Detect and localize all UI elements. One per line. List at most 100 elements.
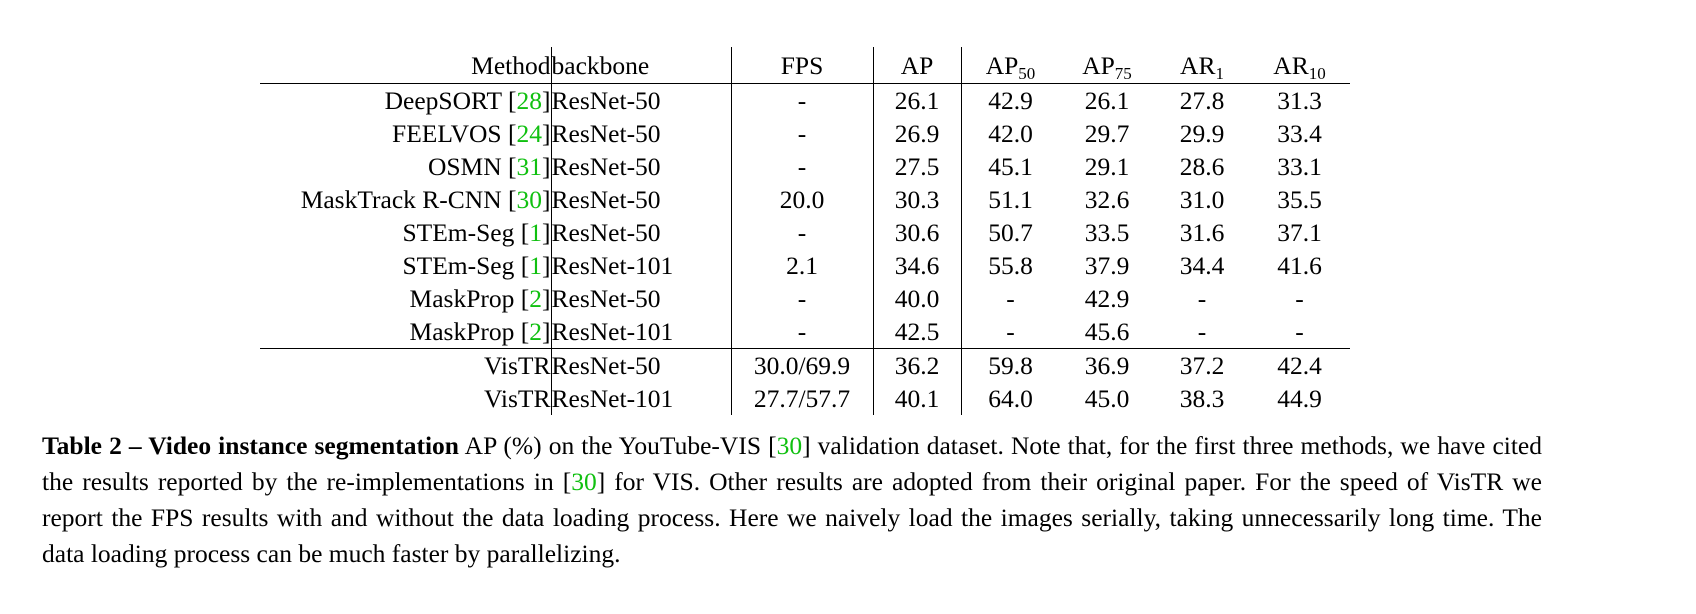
citation-link[interactable]: 30: [776, 431, 803, 460]
ar10-cell: 42.4: [1277, 351, 1322, 380]
header-ap75-sub: 75: [1114, 64, 1132, 83]
backbone-cell: ResNet-50: [550, 150, 731, 183]
backbone-cell: ResNet-50: [550, 183, 731, 216]
ar10-cell: 33.4: [1277, 119, 1322, 148]
backbone-cell: ResNet-50: [550, 117, 731, 150]
table-row: STEm-Seg [1] ResNet-50 - 30.6 50.7 33.5 …: [260, 216, 1350, 249]
results-table-container: Method backbone FPS AP AP50 AP75 AR1 AR1…: [260, 47, 1350, 415]
ar1-cell: 31.0: [1179, 185, 1225, 214]
citation-link[interactable]: 28: [516, 86, 543, 115]
ap-cell: 40.1: [872, 382, 961, 415]
header-ar1-base: AR: [1180, 51, 1216, 80]
method-name: STEm-Seg: [402, 251, 521, 280]
ar1-cell: 38.3: [1179, 384, 1225, 413]
citation-link[interactable]: 30: [571, 467, 597, 496]
header-ar10-sub: 10: [1308, 64, 1326, 83]
caption-text-1: AP (%) on the YouTube-VIS [: [459, 431, 777, 460]
caption-dash: –: [121, 431, 149, 460]
ap75-cell: 33.5: [1084, 218, 1130, 247]
table-row-ours: VisTR ResNet-101 27.7/57.7 40.1 64.0 45.…: [260, 382, 1350, 415]
header-ar10: AR10: [1250, 47, 1350, 84]
ap-cell: 36.2: [872, 348, 961, 382]
header-backbone: backbone: [550, 47, 731, 84]
ap75-cell: 45.0: [1084, 384, 1130, 413]
ap-cell: 30.6: [872, 216, 961, 249]
ap50-cell: -: [960, 282, 1060, 315]
method-name: FEELVOS: [392, 119, 508, 148]
ar10-cell: 33.1: [1277, 152, 1322, 181]
ar1-cell: 28.6: [1179, 152, 1225, 181]
table-row: OSMN [31] ResNet-50 - 27.5 45.1 29.1 28.…: [260, 150, 1350, 183]
table-row: MaskProp [2] ResNet-50 - 40.0 - 42.9 - -: [260, 282, 1350, 315]
header-ap75-base: AP: [1082, 51, 1115, 80]
ap50-cell: 51.1: [960, 183, 1060, 216]
ap-cell: 27.5: [872, 150, 961, 183]
fps-cell: 2.1: [730, 249, 873, 282]
header-ap50: AP50: [960, 47, 1060, 84]
header-ap: AP: [872, 47, 961, 84]
ap75-cell: 29.7: [1084, 119, 1130, 148]
table-caption: Table 2 – Video instance segmentation AP…: [42, 428, 1542, 572]
ap50-cell: 50.7: [960, 216, 1060, 249]
ar1-cell: 34.4: [1179, 251, 1225, 280]
header-ar1-sub: 1: [1215, 64, 1224, 83]
caption-text-2: ] validation dataset. Note that, for the…: [42, 431, 1542, 496]
backbone-cell: ResNet-50: [550, 216, 731, 249]
header-ap50-base: AP: [985, 51, 1019, 80]
fps-cell: 27.7/57.7: [730, 382, 873, 415]
ap75-cell: 37.9: [1084, 251, 1130, 280]
ar10-cell: 35.5: [1277, 185, 1322, 214]
ap75-cell: 26.1: [1084, 86, 1130, 115]
citation-link[interactable]: 1: [529, 218, 542, 247]
ap50-cell: -: [960, 315, 1060, 349]
table-header-row: Method backbone FPS AP AP50 AP75 AR1 AR1…: [260, 47, 1350, 84]
ap50-cell: 45.1: [960, 150, 1060, 183]
fps-cell: 20.0: [730, 183, 873, 216]
ar1-cell: 29.9: [1179, 119, 1225, 148]
table-row: FEELVOS [24] ResNet-50 - 26.9 42.0 29.7 …: [260, 117, 1350, 150]
backbone-cell: ResNet-101: [550, 315, 731, 349]
fps-cell: -: [730, 150, 873, 183]
citation-link[interactable]: 30: [516, 185, 543, 214]
citation-link[interactable]: 2: [529, 284, 542, 313]
table-row-ours: VisTR ResNet-50 30.0/69.9 36.2 59.8 36.9…: [260, 348, 1350, 382]
header-ap75: AP75: [1060, 47, 1155, 84]
ap75-cell: 29.1: [1084, 152, 1130, 181]
ar1-cell: 31.6: [1179, 218, 1225, 247]
citation-link[interactable]: 2: [529, 317, 542, 346]
ap75-cell: 45.6: [1084, 317, 1130, 346]
ar10-cell: -: [1295, 317, 1304, 346]
fps-cell: -: [730, 315, 873, 349]
method-cell: STEm-Seg [1]: [402, 218, 551, 247]
ar1-cell: 27.8: [1179, 86, 1225, 115]
header-ar10-base: AR: [1273, 51, 1309, 80]
method-name: OSMN: [427, 152, 508, 181]
method-name: DeepSORT: [384, 86, 508, 115]
ap-cell: 26.1: [872, 83, 961, 117]
citation-link[interactable]: 31: [516, 152, 543, 181]
ar10-cell: -: [1295, 284, 1304, 313]
ap-cell: 40.0: [872, 282, 961, 315]
header-fps: FPS: [730, 47, 873, 84]
ap50-cell: 42.9: [960, 83, 1060, 117]
method-name-ours: VisTR: [484, 384, 551, 413]
fps-cell: -: [730, 216, 873, 249]
citation-link[interactable]: 24: [516, 119, 543, 148]
header-ar1: AR1: [1155, 47, 1250, 84]
table-row: STEm-Seg [1] ResNet-101 2.1 34.6 55.8 37…: [260, 249, 1350, 282]
table-row: MaskTrack R-CNN [30] ResNet-50 20.0 30.3…: [260, 183, 1350, 216]
ap-cell: 30.3: [872, 183, 961, 216]
ar10-cell: 41.6: [1277, 251, 1322, 280]
ap50-cell: 42.0: [960, 117, 1060, 150]
ar10-cell: 31.3: [1277, 86, 1322, 115]
caption-paragraph: Table 2 – Video instance segmentation AP…: [42, 428, 1542, 572]
caption-title: Video instance segmentation: [148, 431, 459, 460]
citation-link[interactable]: 1: [529, 251, 542, 280]
ar1-cell: -: [1197, 317, 1207, 346]
fps-cell: -: [730, 282, 873, 315]
fps-cell: -: [730, 117, 873, 150]
method-cell: DeepSORT [28]: [384, 86, 551, 115]
method-cell: MaskTrack R-CNN [30]: [300, 185, 551, 214]
header-ap50-sub: 50: [1018, 64, 1036, 83]
ap-cell: 26.9: [872, 117, 961, 150]
